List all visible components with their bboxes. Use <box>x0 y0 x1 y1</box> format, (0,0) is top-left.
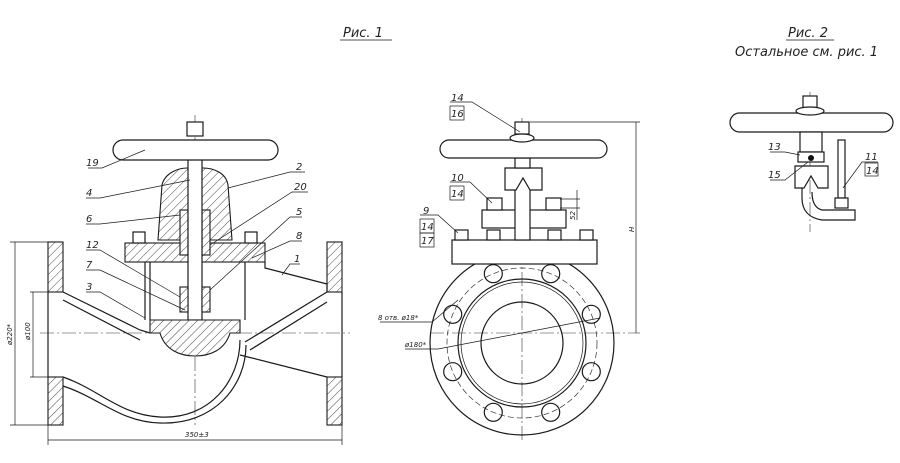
side-label-9: 9 <box>423 206 429 217</box>
side-label-16: 16 <box>451 109 464 120</box>
label-boxes <box>419 105 465 248</box>
left-flange-bottom <box>47 376 64 426</box>
side-label-14c: 14 <box>421 222 434 233</box>
part-label-2: 2 <box>296 162 302 173</box>
side-label-14a: 14 <box>451 93 464 104</box>
bolt-hole <box>581 362 601 382</box>
bolt-hole <box>483 402 503 422</box>
figure2-view: 13 15 11 14 <box>729 92 894 232</box>
bore-diameter-dim: ø100 <box>24 322 32 341</box>
side-label-14b: 14 <box>451 189 464 200</box>
holes-dim: 8 отв. ø18* <box>378 314 419 322</box>
part-label-12: 12 <box>86 240 99 251</box>
yoke <box>504 167 543 191</box>
part-label-20: 20 <box>294 182 307 193</box>
figure1-side-view: 14 16 10 14 9 14 17 8 отв. ø18* ø180* H … <box>378 93 640 440</box>
height-dim: H <box>628 226 636 232</box>
part-label-5: 5 <box>296 207 302 218</box>
fig2-label-15: 15 <box>768 170 781 181</box>
handwheel-side <box>439 139 608 159</box>
bolt-holes <box>443 264 601 422</box>
figure1-title: Рис. 1 <box>343 26 383 41</box>
bolt-hole <box>541 402 561 422</box>
right-flange-top <box>326 241 343 293</box>
figure1-section-view: ø220* ø100 350±3 19 4 6 12 7 3 2 20 5 8 … <box>6 115 350 445</box>
right-flange-bottom <box>326 376 343 426</box>
side-label-10: 10 <box>451 173 464 184</box>
fig2-label-14: 14 <box>866 166 879 177</box>
part-label-6: 6 <box>86 214 92 225</box>
part-label-4: 4 <box>86 188 92 199</box>
part-label-19: 19 <box>86 158 99 169</box>
bolt-hole <box>483 264 503 284</box>
side-label-17: 17 <box>421 236 434 247</box>
length-dim: 350±3 <box>185 431 209 439</box>
nut-gap-dim: 52 <box>569 211 577 220</box>
body-flange <box>451 239 598 265</box>
part-label-7: 7 <box>86 260 93 271</box>
valve-disc <box>149 319 241 357</box>
bolt-hole <box>443 362 463 382</box>
part-label-1: 1 <box>294 254 300 265</box>
part-label-8: 8 <box>296 231 302 242</box>
bolt-hole <box>443 304 463 324</box>
bolt-circle-dim: ø180* <box>404 341 427 349</box>
part-label-3: 3 <box>86 282 92 293</box>
flange-diameter-dim: ø220* <box>6 323 14 346</box>
fig2-label-11: 11 <box>865 152 878 163</box>
bolt-circle <box>446 267 598 419</box>
figure2-title: Рис. 2 <box>788 26 828 41</box>
fig2-label-13: 13 <box>768 142 781 153</box>
bolt-hole <box>581 304 601 324</box>
figure2-subtitle: Остальное см. рис. 1 <box>735 45 878 60</box>
bolt-hole <box>541 264 561 284</box>
handwheel <box>112 139 279 161</box>
stem-nut <box>186 121 204 137</box>
handwheel-fig2 <box>729 112 894 133</box>
stem <box>187 149 203 321</box>
left-flange-top <box>47 241 64 293</box>
